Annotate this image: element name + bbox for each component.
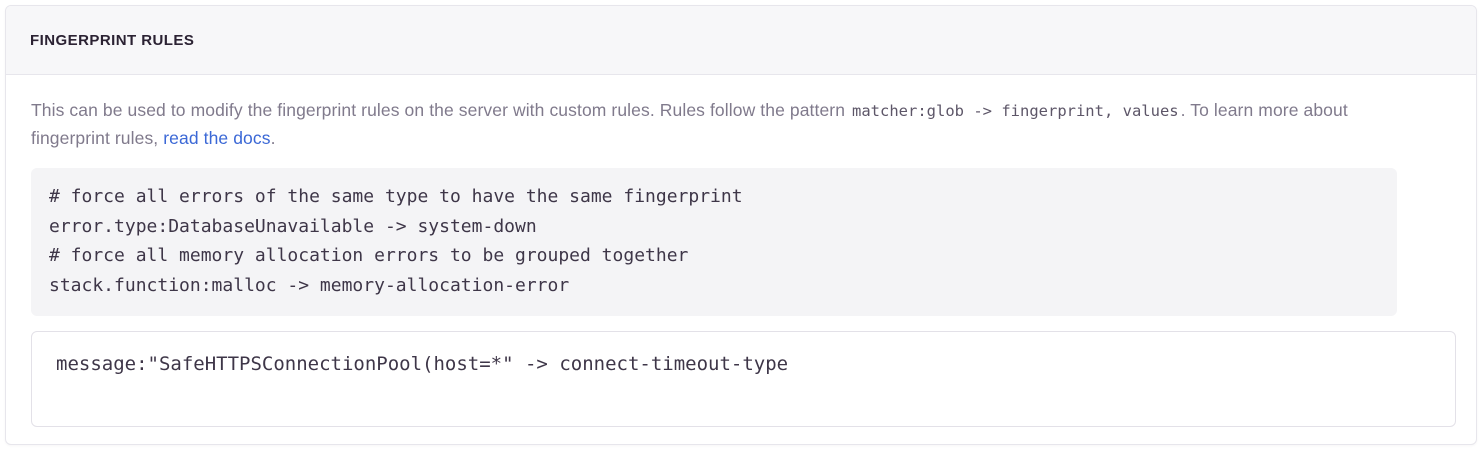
code-line: # force all memory allocation errors to … — [49, 245, 689, 266]
panel-header: FINGERPRINT RULES — [6, 6, 1476, 75]
page-title: FINGERPRINT RULES — [30, 31, 195, 49]
fingerprint-rules-textarea[interactable] — [31, 331, 1456, 427]
code-line: # force all errors of the same type to h… — [49, 186, 743, 207]
description-tail: . — [270, 128, 276, 148]
description-middle: . To learn more about fingerprint rules, — [31, 100, 1348, 148]
read-the-docs-link[interactable]: read the docs — [163, 128, 271, 148]
panel-body: This can be used to modify the fingerpri… — [6, 75, 1476, 427]
description-lead: This can be used to modify the fingerpri… — [31, 100, 851, 120]
code-line: stack.function:malloc -> memory-allocati… — [49, 274, 570, 296]
inline-code-pattern: matcher:glob -> fingerprint, values — [852, 102, 1179, 120]
code-line: error.type:DatabaseUnavailable -> system… — [49, 215, 537, 237]
fingerprint-rules-panel: FINGERPRINT RULES This can be used to mo… — [5, 5, 1477, 445]
panel-description: This can be used to modify the fingerpri… — [31, 97, 1376, 152]
example-code-block: # force all errors of the same type to h… — [31, 168, 1397, 316]
